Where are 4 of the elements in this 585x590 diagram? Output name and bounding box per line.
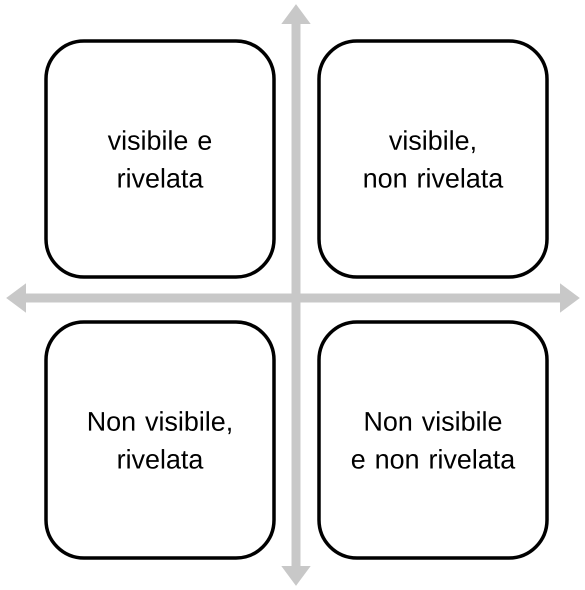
rounded-box: visibile, non rivelata — [317, 39, 549, 279]
rounded-box: visibile e rivelata — [44, 39, 276, 279]
rounded-box: Non visibile e non rivelata — [317, 320, 549, 560]
rounded-box: Non visibile, rivelata — [44, 320, 276, 560]
